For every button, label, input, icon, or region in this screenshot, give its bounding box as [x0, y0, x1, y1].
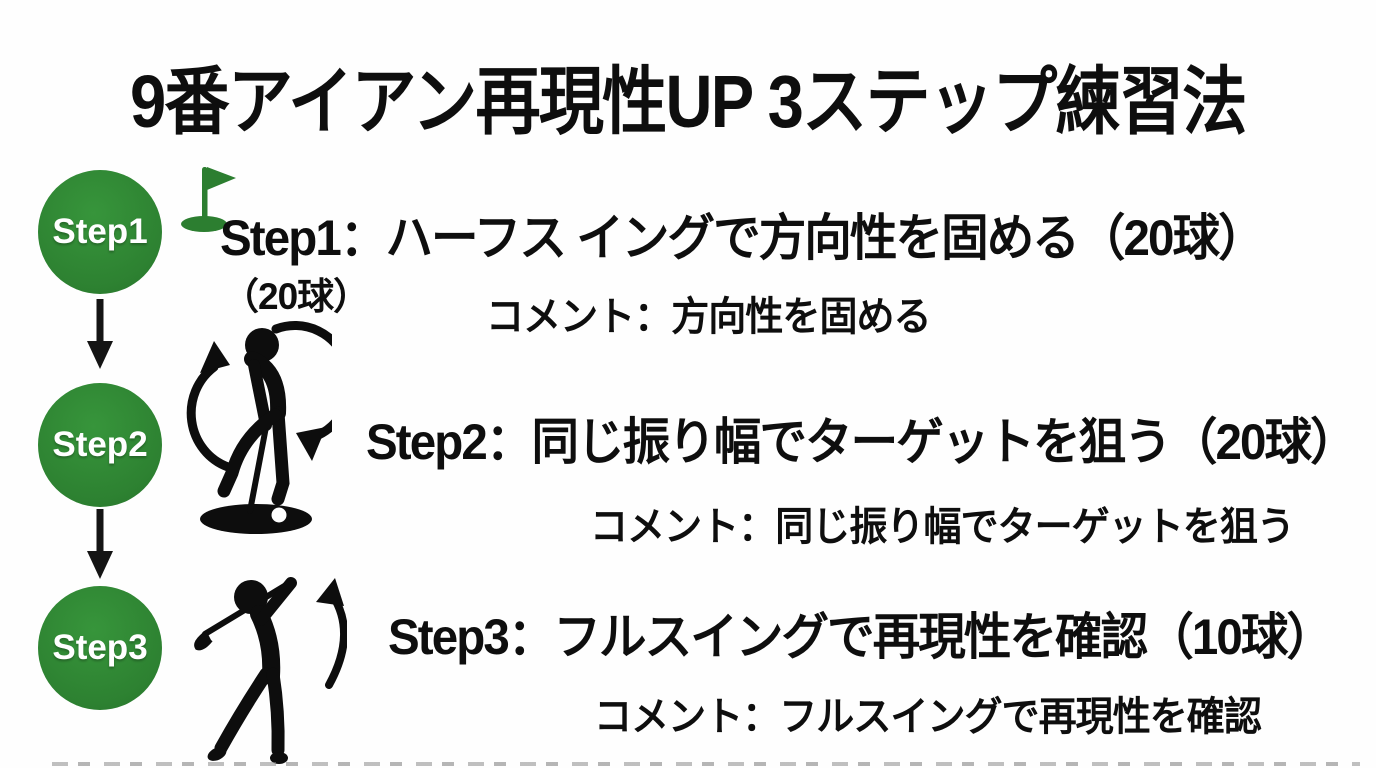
step1-badge: Step1 [38, 170, 162, 294]
step3-badge-label: Step3 [52, 628, 148, 667]
down-arrow-icon [87, 509, 113, 579]
page-title: 9番アイアン再現性UP 3ステップ練習法 [0, 42, 1376, 149]
cropped-text-strip [52, 762, 1360, 766]
full-swing-golfer-icon [194, 577, 347, 764]
step2-comment: コメント：同じ振り幅でターゲットを狙う [590, 505, 1295, 549]
step1-comment: コメント：方向性を固める [486, 295, 932, 339]
step2-badge: Step2 [38, 383, 162, 507]
step1-badge-label: Step1 [52, 212, 148, 251]
step3-heading: Step3：フルスイングで再現性を確認（10球） [388, 609, 1334, 665]
step2-badge-label: Step2 [52, 425, 148, 464]
step3-badge: Step3 [38, 586, 162, 710]
page-title-text: 9番アイアン再現性UP 3ステップ練習法 [130, 60, 1247, 143]
down-arrow-icon [87, 299, 113, 369]
step3-comment: コメント：フルスイングで再現性を確認 [594, 695, 1262, 739]
step1-heading: Step1：ハーフス イングで方向性を固める（20球） [220, 210, 1266, 266]
step2-heading: Step2：同じ振り幅でターゲットを狙う（20球） [366, 414, 1358, 470]
golf-flag-icon [181, 167, 236, 232]
step1-ball-count-note: （20球） [222, 276, 370, 317]
putting-golfer-icon [186, 321, 332, 534]
